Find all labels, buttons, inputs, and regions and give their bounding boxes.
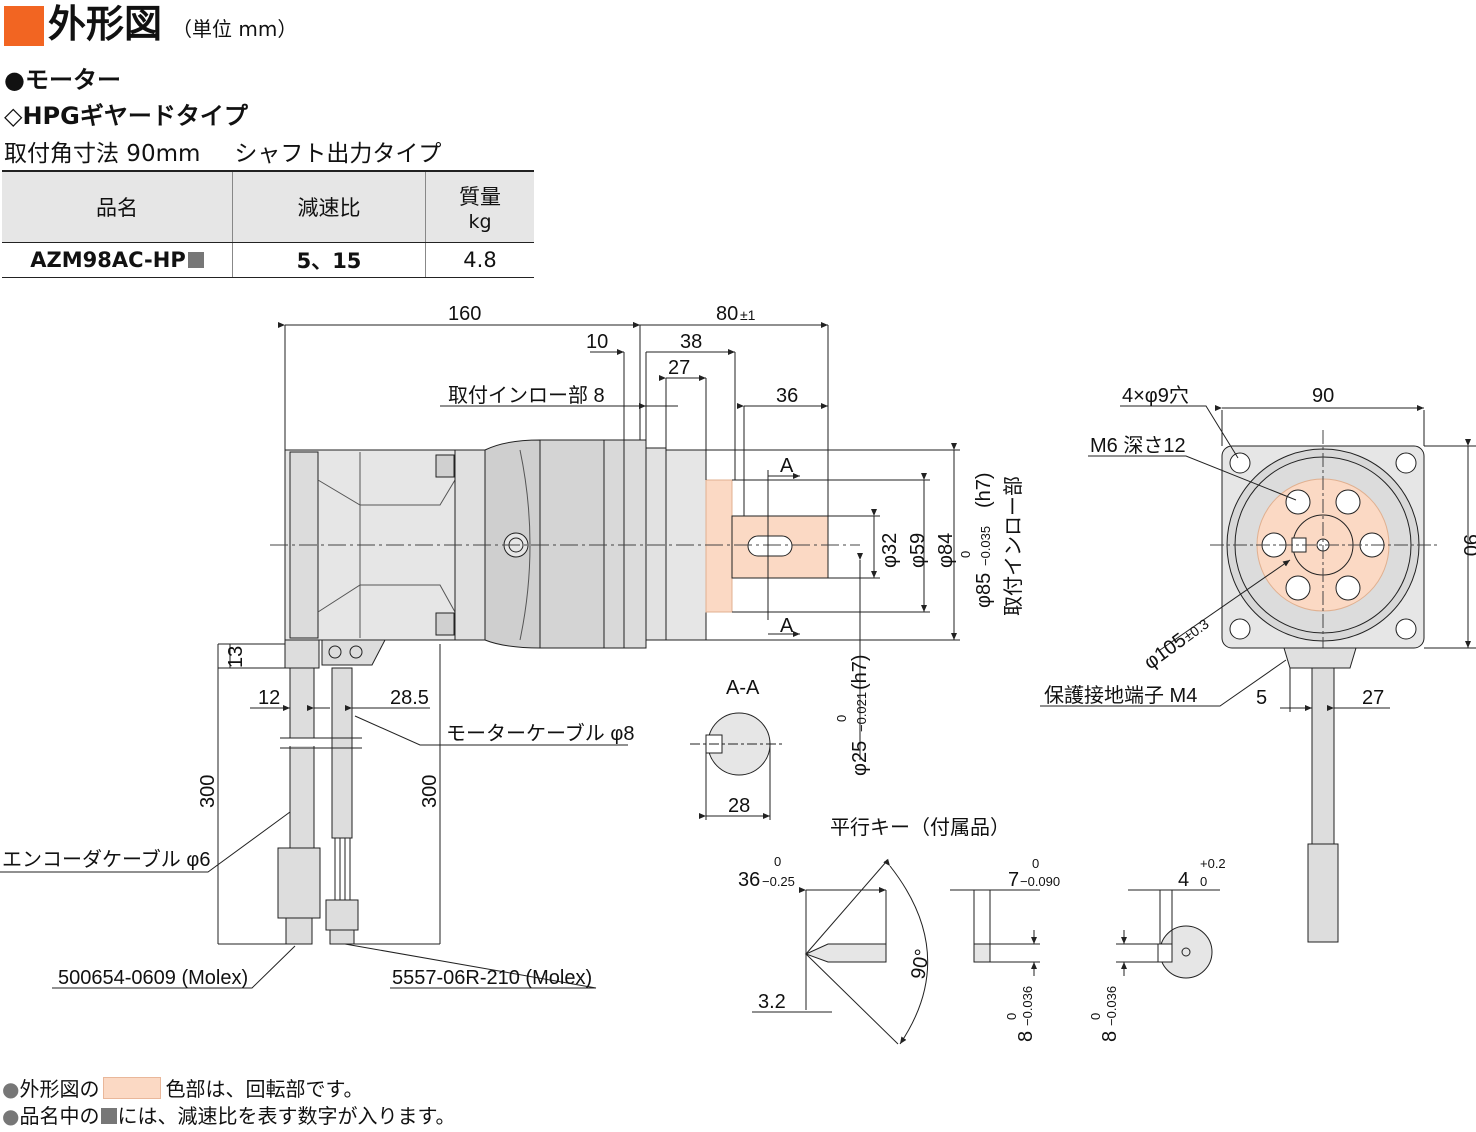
dim-90-vertical: 90 xyxy=(1459,534,1476,556)
dim-13: 13 xyxy=(225,646,247,668)
section-aa-title: A-A xyxy=(726,677,760,699)
section-mark-top: A xyxy=(780,455,794,477)
dim-12: 12 xyxy=(258,687,280,709)
unit-label: （単位 mm） xyxy=(172,17,298,41)
front-cable xyxy=(1311,667,1335,845)
key-width-tol-upper: 0 xyxy=(1032,856,1039,871)
connector-1-label: 500654-0609 (Molex) xyxy=(58,967,248,989)
key-length: 36 xyxy=(738,869,760,891)
key-width-tol-lower: −0.090 xyxy=(1020,874,1060,889)
dim-phi85: φ85 xyxy=(973,573,995,608)
ratio-placeholder-square xyxy=(187,252,204,268)
motor-cable-label: モーターケーブル φ8 xyxy=(446,721,634,745)
shaft-type-label: シャフト出力タイプ xyxy=(234,141,442,167)
dim-27-front: 27 xyxy=(1362,687,1384,709)
table-row: AZM98AC-HP 5、15 4.8 xyxy=(2,242,534,278)
encoder-connector xyxy=(277,847,321,919)
encoder-cable xyxy=(289,667,315,849)
dim-80: 80 xyxy=(716,303,738,325)
key-angle: 90° xyxy=(907,947,934,981)
key-depth: 4 xyxy=(1178,869,1189,891)
footnotes: ●外形図の色部は、回転部です。 ●品名中のには、減速比を表す数字が入ります。 xyxy=(2,1076,455,1130)
page-title: 外形図 xyxy=(48,2,163,46)
ratio-placeholder-square xyxy=(101,1108,118,1124)
section-a-a xyxy=(690,712,782,820)
front-view xyxy=(1040,405,1476,943)
key-length-tol-lower: −0.25 xyxy=(762,874,795,889)
gear-type-heading: ◇HPGギヤードタイプ xyxy=(4,102,248,130)
note-rotating-part: ●外形図の色部は、回転部です。 xyxy=(2,1077,364,1101)
encoder-cable-label: エンコーダケーブル φ6 xyxy=(2,847,210,871)
mount-size-label: 取付角寸法 90mm xyxy=(4,141,201,167)
dim-27: 27 xyxy=(668,357,690,379)
dim-28-5: 28.5 xyxy=(390,687,429,709)
spigot-label: 取付インロー部 xyxy=(1002,476,1025,616)
dim-38: 38 xyxy=(680,331,702,353)
dim-28: 28 xyxy=(728,795,750,817)
dim-phi85-tol-lower: −0.035 xyxy=(978,526,993,566)
dimension-labels: 160 80 ±1 10 38 27 取付インロー部 8 36 A A φ32 … xyxy=(2,303,1476,1042)
key-depth-tol-lower: 0 xyxy=(1200,874,1207,889)
dim-10: 10 xyxy=(586,331,608,353)
motor-heading: ●モーター xyxy=(4,66,121,94)
header-marker-square xyxy=(4,6,44,46)
model-subtitle: 取付角寸法 90mm シャフト出力タイプ xyxy=(4,134,441,168)
dim-phi85-fit: (h7) xyxy=(973,472,995,508)
dim-90-horizontal: 90 xyxy=(1312,385,1334,407)
dim-300-left: 300 xyxy=(197,775,219,808)
connector-2-label: 5557-06R-210 (Molex) xyxy=(392,967,592,989)
dim-phi32: φ32 xyxy=(879,533,901,568)
ground-terminal-label: 保護接地端子 M4 xyxy=(1044,684,1197,707)
dim-phi59: φ59 xyxy=(907,533,929,568)
output-flange-rotating xyxy=(705,479,733,613)
dim-80-tol: ±1 xyxy=(740,307,756,323)
key-height-tol-upper: 0 xyxy=(1004,1013,1019,1020)
motor-cable xyxy=(331,667,353,839)
col-ratio: 減速比 xyxy=(232,170,426,243)
cell-product: AZM98AC-HP xyxy=(2,242,233,278)
dim-phi25-tol-upper: 0 xyxy=(834,715,849,722)
key-height-2-tol-lower: −0.036 xyxy=(1104,986,1119,1026)
spigot-length-label: 取付インロー部 8 xyxy=(448,384,605,407)
shaft-key xyxy=(747,535,793,557)
tap-hole-label: M6 深さ12 xyxy=(1090,434,1186,457)
cell-ratio: 5、15 xyxy=(232,242,426,278)
col-product: 品名 xyxy=(2,170,233,243)
side-dimensions xyxy=(0,322,960,989)
dim-phi84: φ84 xyxy=(935,533,957,568)
dim-phi25-fit: (h7) xyxy=(849,654,871,690)
cell-mass: 4.8 xyxy=(425,242,534,278)
mount-holes-label: 4×φ9穴 xyxy=(1122,384,1189,407)
key-depth-tol-upper: +0.2 xyxy=(1200,856,1226,871)
dim-36: 36 xyxy=(776,385,798,407)
key-height-tol-lower: −0.036 xyxy=(1020,986,1035,1026)
page-header: 外形図 （単位 mm） xyxy=(4,2,297,46)
section-mark-bottom: A xyxy=(780,615,794,637)
dim-300-right: 300 xyxy=(419,775,441,808)
side-view xyxy=(270,439,860,945)
dim-phi85-tol-upper: 0 xyxy=(958,551,973,558)
front-connector xyxy=(1307,843,1339,943)
key-height-2-tol-upper: 0 xyxy=(1088,1013,1103,1020)
key-height-2: 8 xyxy=(1099,1031,1121,1042)
dim-phi25-tol-lower: −0.021 xyxy=(854,692,869,732)
key-length-tol-upper: 0 xyxy=(774,854,781,869)
dim-5: 5 xyxy=(1256,687,1267,709)
key-detail xyxy=(752,858,1220,1045)
motor-connector xyxy=(325,899,359,931)
mass-unit: kg xyxy=(468,211,492,233)
note-ratio: ●品名中のには、減速比を表す数字が入ります。 xyxy=(2,1104,456,1128)
key-title: 平行キー（付属品） xyxy=(830,816,1010,839)
rotating-part-swatch xyxy=(103,1077,162,1099)
dim-phi25: φ25 xyxy=(849,741,871,776)
key-height: 8 xyxy=(1015,1031,1037,1042)
key-width: 7 xyxy=(1008,869,1019,891)
dim-160: 160 xyxy=(448,303,481,325)
key-chamfer: 3.2 xyxy=(758,991,786,1013)
